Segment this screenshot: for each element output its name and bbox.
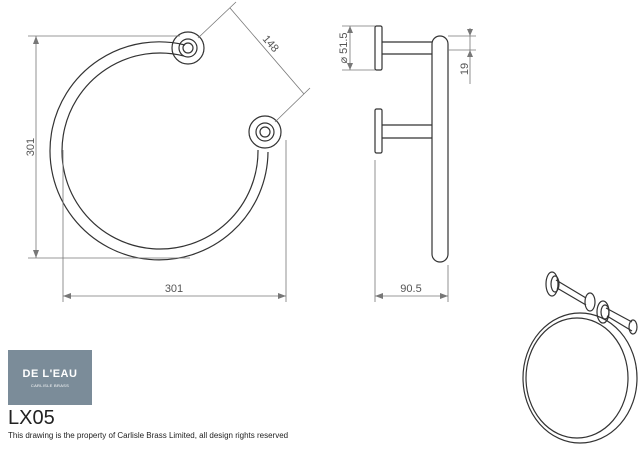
side-bar-label: 19 xyxy=(459,63,471,75)
side-dimensions xyxy=(342,25,476,302)
product-code: LX05 xyxy=(8,407,55,429)
towel-ring-outer xyxy=(49,41,269,261)
iso-ring-outer xyxy=(522,312,638,444)
brand-logo-subtext: CARLISLE BRASS xyxy=(30,382,70,388)
brand-logo-text: DE L'EAU xyxy=(22,367,78,380)
right-rose-ring xyxy=(255,122,275,142)
front-width-label: 301 xyxy=(165,283,183,295)
isometric-view xyxy=(522,271,638,444)
iso-ring-inner xyxy=(525,317,629,439)
front-height-label: 301 xyxy=(25,138,37,156)
front-diagonal-label: 148 xyxy=(260,33,281,55)
side-depth-label: 90.5 xyxy=(400,283,421,295)
towel-ring-inner xyxy=(61,52,259,250)
top-rose xyxy=(171,31,205,65)
side-diameter-label: ⌀ 51.5 xyxy=(338,32,350,63)
side-top-rose xyxy=(374,25,383,71)
top-rose-ring xyxy=(178,38,198,58)
front-dimensions xyxy=(28,1,311,302)
top-rose-boss xyxy=(182,42,194,54)
side-bottom-rose xyxy=(374,108,383,154)
copyright-notice: This drawing is the property of Carlisle… xyxy=(8,431,289,440)
front-dimension-arrows xyxy=(33,36,286,299)
front-view xyxy=(49,31,282,261)
side-view xyxy=(374,25,449,263)
right-rose-boss xyxy=(259,126,271,138)
side-dimension-arrows xyxy=(347,26,473,299)
brand-logo: DE L'EAU CARLISLE BRASS xyxy=(8,350,92,405)
side-ring-bar xyxy=(431,35,449,263)
right-rose xyxy=(248,115,282,149)
